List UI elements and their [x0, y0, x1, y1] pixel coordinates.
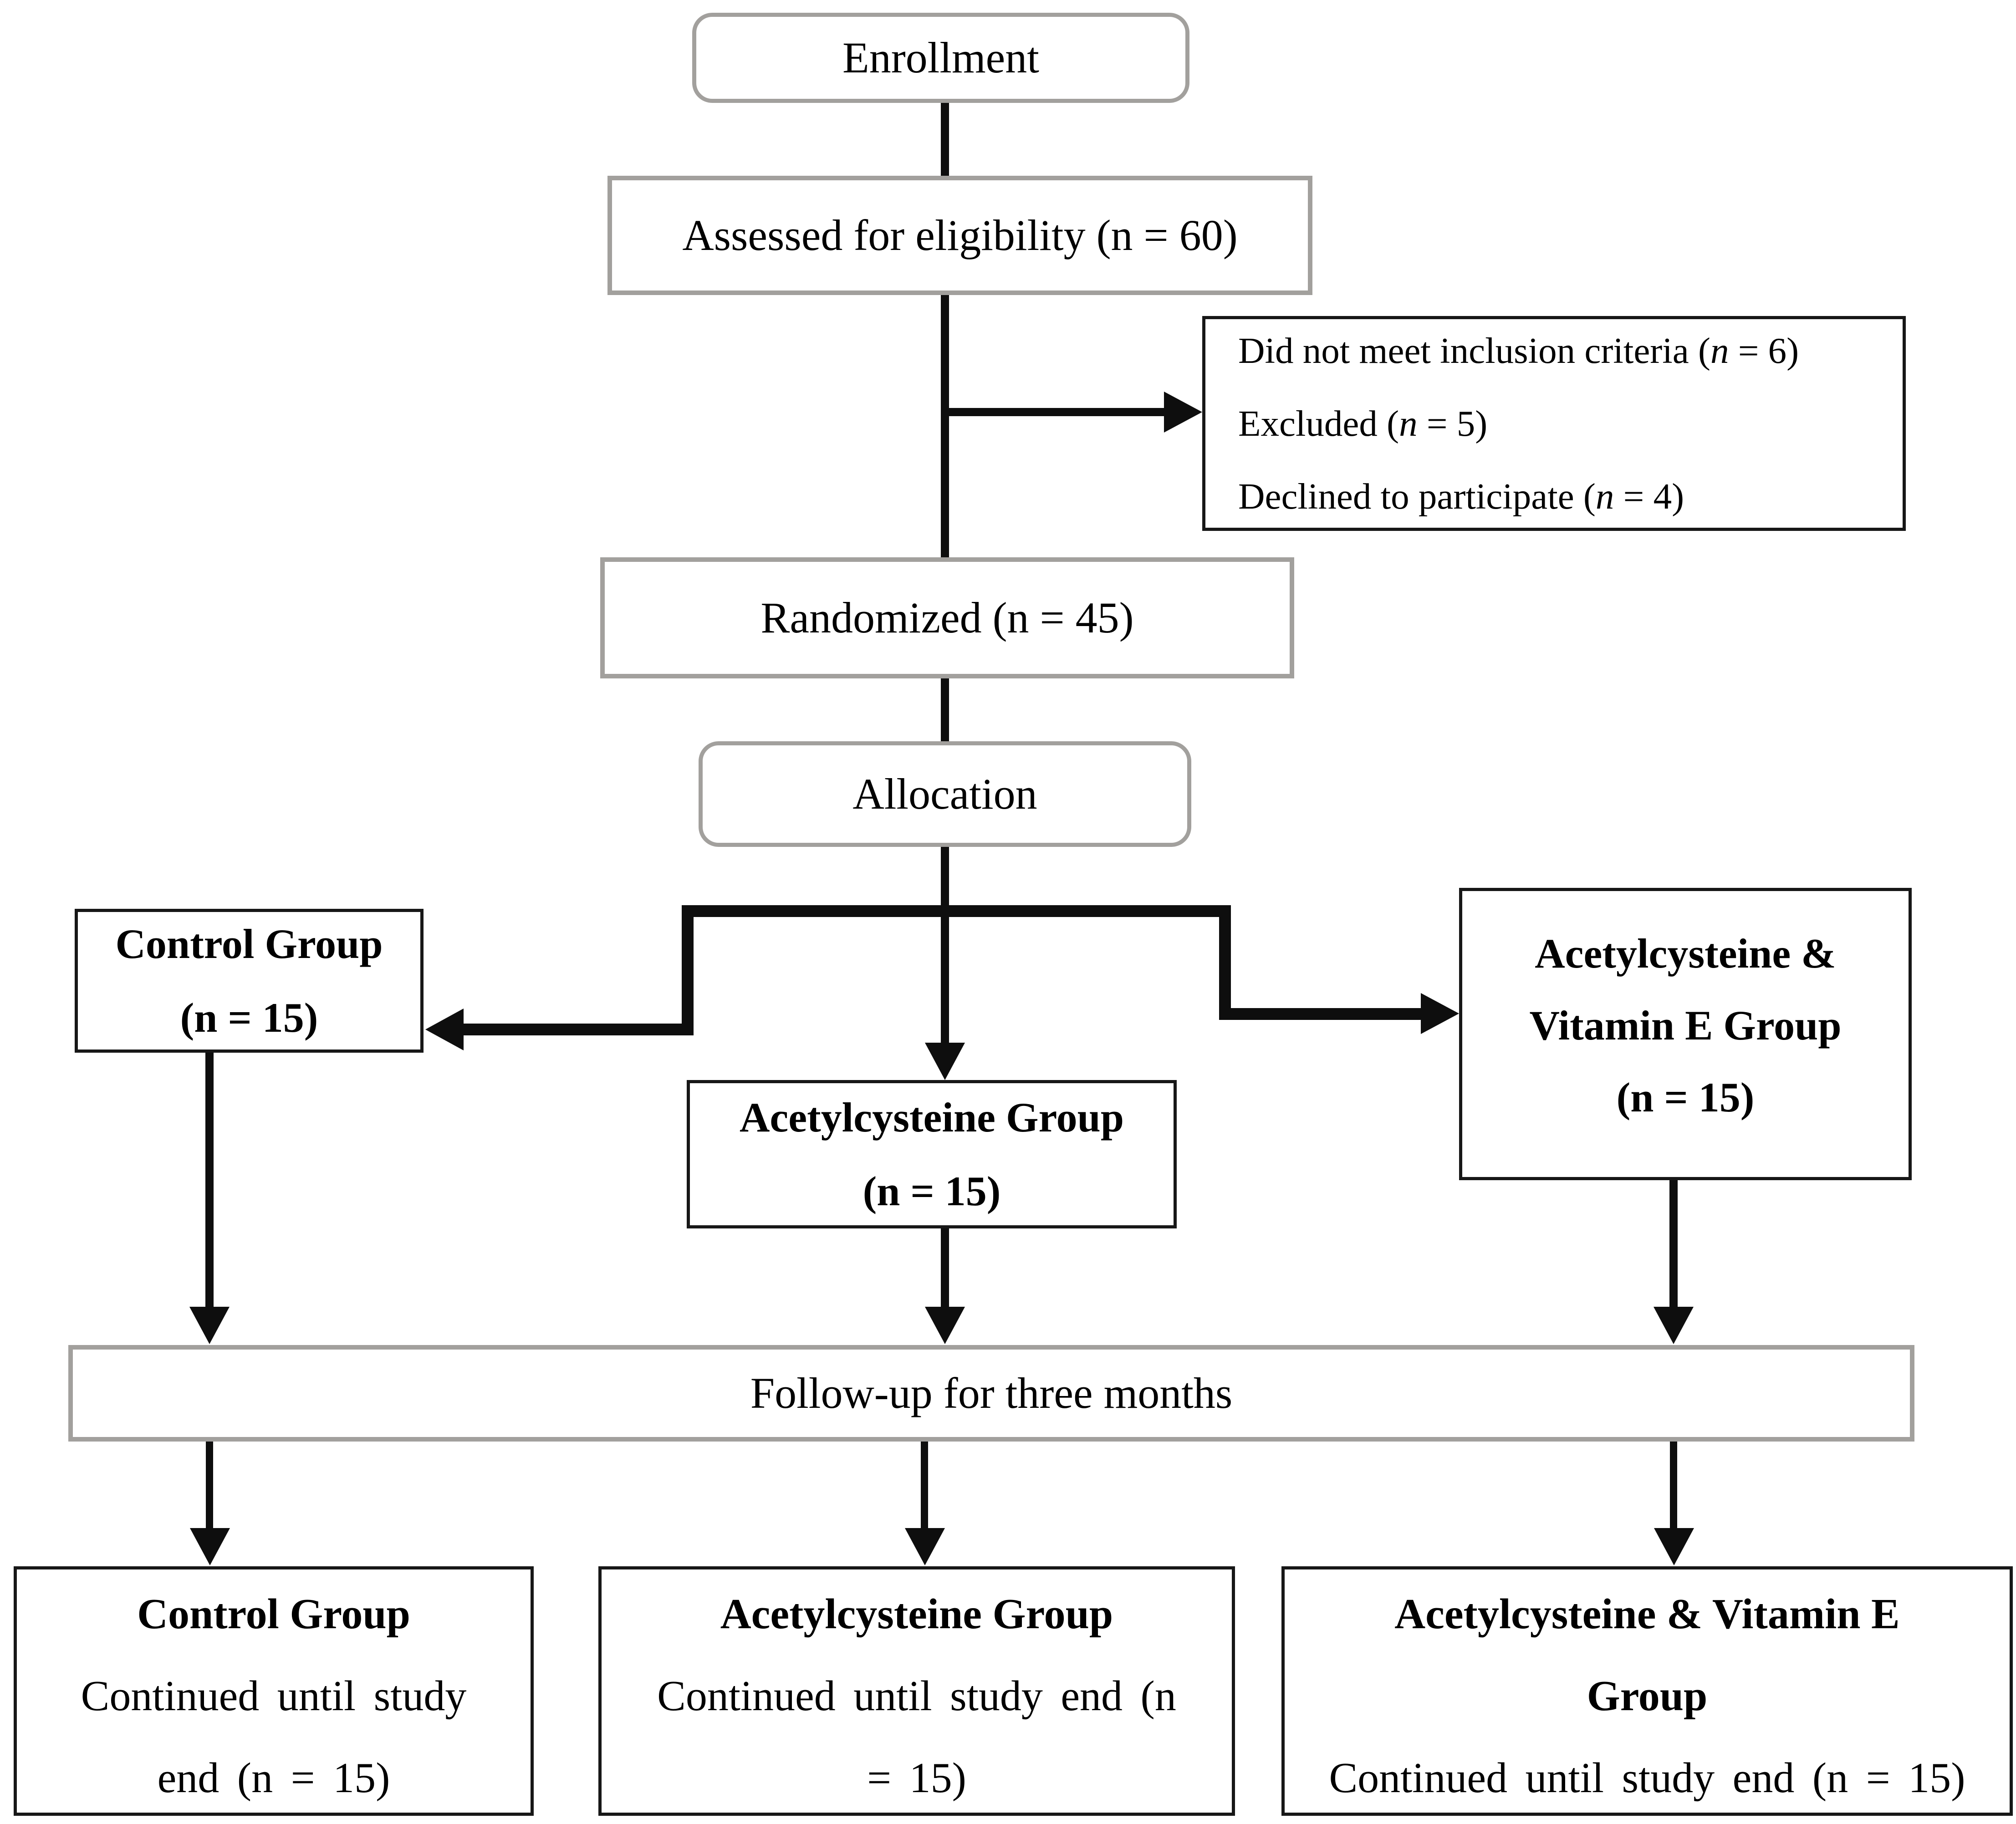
line-allocation-to-acetylcysteine	[941, 846, 949, 1044]
acetylcysteine-group-count: (n = 15)	[863, 1168, 1001, 1214]
arrowhead-acetylcysteine-followup-icon	[925, 1307, 965, 1344]
excluded-line: Excluded (n = 5)	[1238, 387, 1487, 460]
arrowhead-control-followup-icon	[189, 1307, 230, 1344]
excluded-line-n: n	[1710, 330, 1729, 371]
acetyl-vitamin-e-group-title-line1: Acetylcysteine &	[1535, 930, 1836, 977]
excluded-line-text: = 5)	[1417, 403, 1488, 444]
outcome-acetyl-vitamin-e-title-line2: Group	[1587, 1672, 1708, 1720]
excluded-line-text: = 4)	[1614, 476, 1684, 517]
line-enrollment-to-assessed	[941, 103, 949, 177]
line-followup-to-outcome-acetylcysteine	[921, 1441, 928, 1529]
excluded-line-text: Excluded (	[1238, 403, 1399, 444]
line-allocation-branch	[682, 905, 1231, 917]
allocation-box: Allocation	[699, 741, 1191, 847]
acetyl-vitamin-e-group-box: Acetylcysteine & Vitamin E Group (n = 15…	[1459, 888, 1912, 1180]
excluded-line: Did not meet inclusion criteria (n = 6)	[1238, 314, 1799, 387]
assessed-label: Assessed for eligibility (n = 60)	[682, 211, 1238, 260]
line-to-excluded	[945, 408, 1164, 416]
line-followup-to-outcome-control	[206, 1441, 213, 1529]
control-group-count: (n = 15)	[180, 994, 318, 1041]
arrowhead-acetyl-vitamin-e-icon	[1421, 993, 1459, 1034]
arrowhead-outcome-acetyl-vitamin-e-icon	[1654, 1528, 1694, 1565]
outcome-control-line1: Continued until study	[81, 1672, 467, 1720]
acetyl-vitamin-e-group-title-line2: Vitamin E Group	[1529, 1002, 1842, 1049]
line-branch-right-drop	[1219, 905, 1231, 1020]
excluded-line: Declined to participate (n = 4)	[1238, 460, 1684, 533]
outcome-acetyl-vitamin-e-box: Acetylcysteine & Vitamin E Group Continu…	[1281, 1566, 2013, 1816]
enrollment-box: Enrollment	[692, 13, 1189, 103]
excluded-line-text: = 6)	[1729, 330, 1799, 371]
acetylcysteine-group-title: Acetylcysteine Group	[739, 1094, 1124, 1141]
outcome-control-title: Control Group	[137, 1590, 410, 1638]
line-branch-left-run	[464, 1024, 694, 1035]
followup-label: Follow-up for three months	[750, 1369, 1233, 1417]
line-control-to-followup	[205, 1053, 214, 1308]
excluded-line-text: Did not meet inclusion criteria (	[1238, 330, 1710, 371]
arrowhead-excluded-icon	[1164, 392, 1202, 433]
line-followup-to-outcome-acetyl-vitamin-e	[1670, 1441, 1677, 1529]
excluded-box: Did not meet inclusion criteria (n = 6) …	[1202, 316, 1906, 531]
outcome-acetyl-vitamin-e-line1: Continued until study end (n = 15)	[1329, 1754, 1965, 1802]
arrowhead-control-icon	[425, 1009, 464, 1050]
control-group-title: Control Group	[115, 921, 383, 967]
arrowhead-outcome-acetylcysteine-icon	[905, 1528, 945, 1565]
arrowhead-acetyl-vitamin-e-followup-icon	[1654, 1307, 1694, 1344]
line-randomized-to-allocation	[941, 678, 949, 742]
outcome-acetylcysteine-line1: Continued until study end (n	[657, 1672, 1176, 1720]
outcome-acetylcysteine-title: Acetylcysteine Group	[720, 1590, 1113, 1638]
excluded-line-n: n	[1399, 403, 1418, 444]
randomized-box: Randomized (n = 45)	[600, 557, 1294, 678]
line-assessed-to-randomized	[941, 294, 949, 558]
allocation-label: Allocation	[852, 769, 1037, 818]
excluded-line-text: Declined to participate (	[1238, 476, 1596, 517]
line-branch-right-run	[1219, 1008, 1422, 1020]
outcome-acetylcysteine-box: Acetylcysteine Group Continued until stu…	[598, 1566, 1235, 1816]
arrowhead-acetylcysteine-icon	[925, 1043, 965, 1080]
line-acetyl-vitamin-e-to-followup	[1669, 1179, 1678, 1308]
line-branch-left-drop	[682, 905, 694, 1035]
arrowhead-outcome-control-icon	[190, 1528, 230, 1565]
outcome-acetylcysteine-line2: = 15)	[867, 1754, 966, 1802]
excluded-line-n: n	[1595, 476, 1614, 517]
outcome-control-line2: end (n = 15)	[157, 1754, 390, 1802]
enrollment-label: Enrollment	[842, 33, 1039, 82]
control-group-box: Control Group (n = 15)	[75, 909, 424, 1053]
followup-box: Follow-up for three months	[68, 1345, 1914, 1442]
line-acetylcysteine-to-followup	[941, 1228, 949, 1308]
acetyl-vitamin-e-group-count: (n = 15)	[1616, 1074, 1755, 1121]
assessed-box: Assessed for eligibility (n = 60)	[607, 176, 1312, 295]
acetylcysteine-group-box: Acetylcysteine Group (n = 15)	[687, 1080, 1177, 1228]
outcome-acetyl-vitamin-e-title-line1: Acetylcysteine & Vitamin E	[1394, 1590, 1900, 1638]
outcome-control-box: Control Group Continued until study end …	[14, 1566, 534, 1816]
randomized-label: Randomized (n = 45)	[760, 593, 1134, 642]
